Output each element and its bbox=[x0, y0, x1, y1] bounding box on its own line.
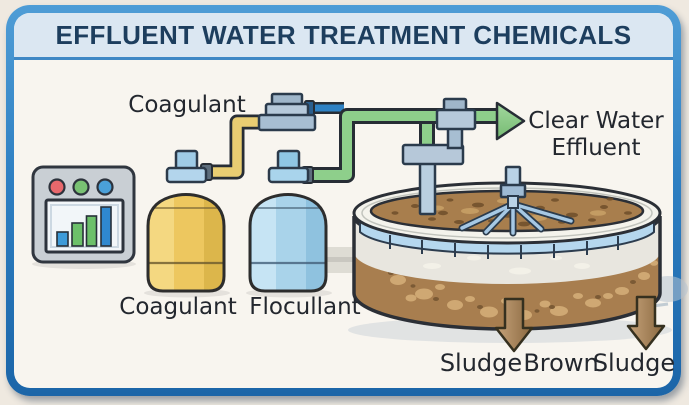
coagulant-pipe bbox=[200, 114, 262, 181]
sludge-arrow-right bbox=[626, 295, 666, 351]
clear-water-line: Clear Water bbox=[528, 108, 664, 134]
sludge-layer bbox=[354, 252, 660, 329]
clarifier-tank bbox=[352, 97, 662, 331]
sludge-left-label: Sludge bbox=[439, 349, 523, 377]
flocculant-tank bbox=[248, 149, 328, 293]
coagulant-pipe-label: Coagulant bbox=[128, 92, 246, 118]
page-title: EFFLUENT WATER TREATMENT CHEMICALS bbox=[55, 19, 632, 50]
control-panel bbox=[31, 165, 136, 264]
sludge-brown-label: Brown bbox=[523, 349, 599, 377]
rake-mechanism bbox=[458, 165, 575, 237]
effluent-outlet-valve bbox=[435, 97, 477, 150]
dosing-pipes bbox=[200, 100, 526, 184]
clear-water-arrow-head bbox=[495, 101, 526, 141]
panel-indicator-dots bbox=[48, 178, 114, 196]
injector-outlet-stub bbox=[304, 100, 344, 116]
diagram-header: EFFLUENT WATER TREATMENT CHEMICALS bbox=[14, 13, 673, 60]
sludge-arrows bbox=[494, 295, 666, 353]
sludge-arrow-left bbox=[494, 297, 534, 353]
sludge-right-label: Sludge bbox=[592, 349, 676, 377]
coagulant-injector-valve bbox=[257, 92, 317, 132]
effluent-line: Effluent bbox=[551, 135, 641, 161]
wall-speckles bbox=[423, 255, 590, 275]
panel-screen-bar-chart-icon bbox=[44, 198, 125, 254]
flocculant-tank-label: Flocullant bbox=[249, 294, 361, 320]
clarifier-inlet-pipe bbox=[401, 143, 465, 216]
coagulant-tank bbox=[146, 149, 226, 293]
clear-water-effluent-label: Clear Water Effluent bbox=[528, 108, 663, 162]
coagulant-tank-label: Coagulant bbox=[119, 294, 237, 320]
